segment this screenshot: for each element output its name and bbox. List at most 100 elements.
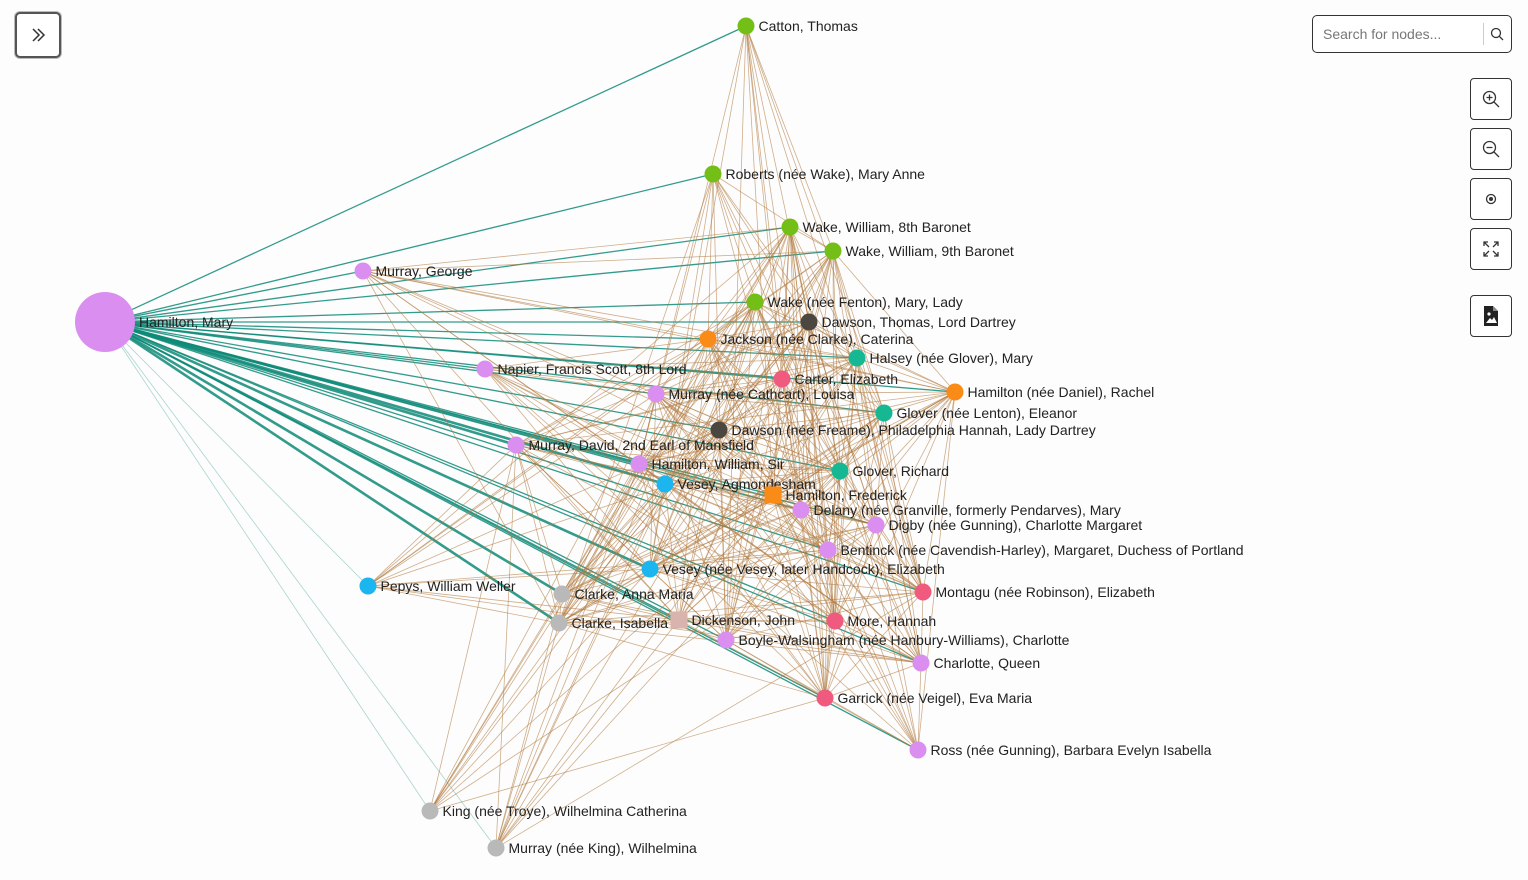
edge-napier-francis-vesey-elizabeth	[484, 368, 651, 570]
node-vesey-elizabeth[interactable]: Vesey (née Vesey, later Handcock), Eliza…	[641, 560, 945, 578]
search-input[interactable]	[1313, 16, 1483, 52]
node-ross-barbara[interactable]: Ross (née Gunning), Barbara Evelyn Isabe…	[909, 741, 1212, 759]
node-napier-francis[interactable]: Napier, Francis Scott, 8th Lord	[476, 360, 687, 378]
node-boyle-walsingham[interactable]: Boyle-Walsingham (née Hanbury-Williams),…	[717, 631, 1070, 649]
center-view-button[interactable]	[1470, 178, 1512, 220]
node-marker[interactable]	[831, 462, 849, 480]
node-wake-william-9th[interactable]: Wake, William, 9th Baronet	[824, 242, 1014, 260]
node-marker[interactable]	[737, 17, 755, 35]
node-marker[interactable]	[781, 218, 799, 236]
node-marker[interactable]	[476, 360, 494, 378]
node-carter-elizabeth[interactable]: Carter, Elizabeth	[773, 370, 899, 388]
node-dawson-philadelphia[interactable]: Dawson (née Freame), Philadelphia Hannah…	[710, 421, 1096, 439]
node-clarke-isabella[interactable]: Clarke, Isabella	[550, 614, 669, 632]
node-marker[interactable]	[670, 611, 688, 629]
edge-hamilton-rachel-glover-richard	[839, 391, 956, 472]
node-marker[interactable]	[641, 560, 659, 578]
fullscreen-button[interactable]	[1470, 228, 1512, 270]
edge-glover-richard-hamilton-frederick	[772, 470, 841, 496]
edge-glover-richard-more-hannah	[834, 470, 841, 622]
node-marker[interactable]	[819, 541, 837, 559]
zoom-in-button[interactable]	[1470, 78, 1512, 120]
edge-hamilton-mary-clarke-isabella	[104, 320, 560, 625]
node-bentinck-margaret[interactable]: Bentinck (née Cavendish-Harley), Margare…	[819, 541, 1244, 559]
node-marker[interactable]	[792, 501, 810, 519]
node-hamilton-mary[interactable]: Hamilton, Mary	[75, 292, 233, 352]
node-more-hannah[interactable]: More, Hannah	[826, 612, 937, 630]
edge-halsey-mary-garrick-eva	[824, 357, 858, 699]
node-marker[interactable]	[647, 385, 665, 403]
node-delany-mary[interactable]: Delany (née Granville, formerly Pendarve…	[792, 501, 1121, 519]
node-murray-louisa[interactable]: Murray (née Cathcart), Louisa	[647, 385, 855, 403]
node-marker[interactable]	[75, 292, 135, 352]
edge-roberts-mary-anne-wake-william-9th	[712, 173, 834, 252]
node-catton-thomas[interactable]: Catton, Thomas	[737, 17, 858, 35]
edge-murray-louisa-hamilton-frederick	[655, 393, 774, 496]
export-image-button[interactable]	[1470, 295, 1512, 337]
node-marker[interactable]	[746, 293, 764, 311]
node-glover-richard[interactable]: Glover, Richard	[831, 462, 949, 480]
node-search[interactable]	[1312, 15, 1512, 53]
node-wake-mary-lady[interactable]: Wake (née Fenton), Mary, Lady	[746, 293, 963, 311]
node-marker[interactable]	[359, 577, 377, 595]
node-dickenson-john[interactable]: Dickenson, John	[670, 611, 796, 629]
zoom-out-button[interactable]	[1470, 128, 1512, 170]
node-garrick-eva[interactable]: Garrick (née Veigel), Eva Maria	[816, 689, 1033, 707]
node-marker[interactable]	[717, 631, 735, 649]
node-marker[interactable]	[824, 242, 842, 260]
node-marker[interactable]	[848, 349, 866, 367]
expand-panel-button[interactable]	[15, 12, 61, 58]
node-label: Clarke, Anna Maria	[575, 586, 694, 602]
edge-dawson-philadelphia-king-wilhelmina	[429, 429, 720, 812]
node-marker[interactable]	[704, 165, 722, 183]
node-halsey-mary[interactable]: Halsey (née Glover), Mary	[848, 349, 1033, 367]
node-marker[interactable]	[354, 262, 372, 280]
node-marker[interactable]	[914, 583, 932, 601]
edge-clarke-isabella-garrick-eva	[558, 622, 826, 699]
node-marker[interactable]	[487, 839, 505, 857]
node-marker[interactable]	[507, 436, 525, 454]
node-marker[interactable]	[550, 614, 568, 632]
node-jackson-caterina[interactable]: Jackson (née Clarke), Caterina	[699, 330, 914, 348]
node-marker[interactable]	[710, 421, 728, 439]
node-glover-eleanor[interactable]: Glover (née Lenton), Eleanor	[875, 404, 1078, 422]
node-hamilton-william[interactable]: Hamilton, William, Sir	[630, 455, 785, 473]
node-marker[interactable]	[656, 475, 674, 493]
node-charlotte-queen[interactable]: Charlotte, Queen	[912, 654, 1041, 672]
node-marker[interactable]	[773, 370, 791, 388]
node-marker[interactable]	[421, 802, 439, 820]
node-pepys-william[interactable]: Pepys, William Weller	[359, 577, 516, 595]
edge-vesey-agmondesham-clarke-anna-maria	[561, 483, 666, 595]
node-wake-william-8th[interactable]: Wake, William, 8th Baronet	[781, 218, 971, 236]
node-roberts-mary-anne[interactable]: Roberts (née Wake), Mary Anne	[704, 165, 926, 183]
search-icon[interactable]	[1484, 27, 1511, 41]
node-marker[interactable]	[699, 330, 717, 348]
node-clarke-anna-maria[interactable]: Clarke, Anna Maria	[553, 585, 694, 603]
node-marker[interactable]	[816, 689, 834, 707]
node-hamilton-rachel[interactable]: Hamilton (née Daniel), Rachel	[946, 383, 1155, 401]
node-marker[interactable]	[946, 383, 964, 401]
node-king-wilhelmina[interactable]: King (née Troye), Wilhelmina Catherina	[421, 802, 688, 820]
edge-carter-elizabeth-murray-louisa	[655, 378, 783, 395]
node-marker[interactable]	[867, 516, 885, 534]
node-marker[interactable]	[764, 486, 782, 504]
node-marker[interactable]	[909, 741, 927, 759]
edge-hamilton-rachel-glover-eleanor	[883, 391, 956, 414]
node-montagu-elizabeth[interactable]: Montagu (née Robinson), Elizabeth	[914, 583, 1155, 601]
node-label: Napier, Francis Scott, 8th Lord	[498, 361, 687, 377]
node-murray-wilhelmina[interactable]: Murray (née King), Wilhelmina	[487, 839, 697, 857]
node-marker[interactable]	[553, 585, 571, 603]
node-hamilton-frederick[interactable]: Hamilton, Frederick	[764, 486, 908, 504]
node-marker[interactable]	[800, 313, 818, 331]
edge-montagu-elizabeth-dickenson-john	[678, 591, 924, 621]
node-marker[interactable]	[630, 455, 648, 473]
node-digby-charlotte[interactable]: Digby (née Gunning), Charlotte Margaret	[867, 516, 1143, 534]
node-murray-david[interactable]: Murray, David, 2nd Earl of Mansfield	[507, 436, 754, 454]
node-marker[interactable]	[912, 654, 930, 672]
node-marker[interactable]	[826, 612, 844, 630]
node-murray-george[interactable]: Murray, George	[354, 262, 473, 280]
node-marker[interactable]	[875, 404, 893, 422]
node-dawson-thomas[interactable]: Dawson, Thomas, Lord Dartrey	[800, 313, 1016, 331]
